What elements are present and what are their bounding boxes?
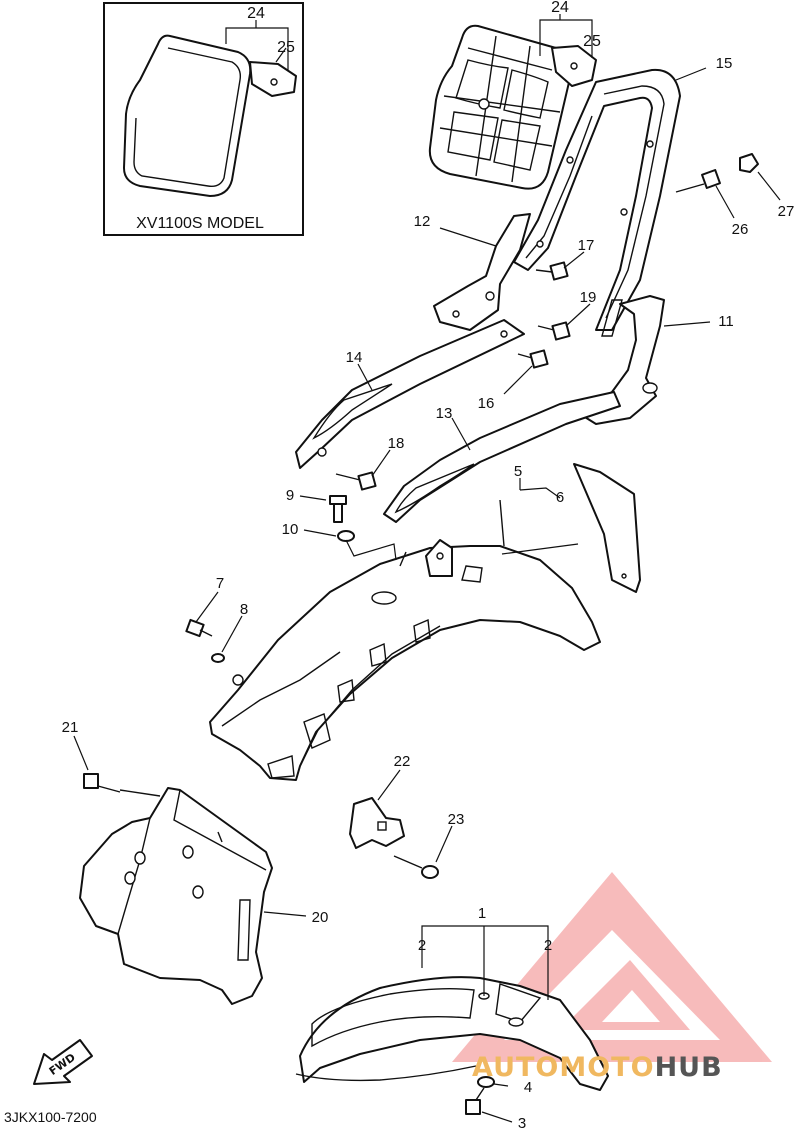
bolt-18: [335, 471, 377, 491]
callout-label: 21: [62, 719, 79, 736]
bolt-16: [517, 349, 549, 369]
callout-label: 8: [240, 601, 248, 618]
callout-label: 26: [732, 221, 749, 238]
bolt-26: [675, 169, 721, 193]
callout-label: 12: [414, 213, 431, 230]
callout-label: 19: [580, 289, 597, 306]
side-bracket-11: [579, 295, 665, 425]
inner-fender-20: [79, 787, 273, 1005]
callout-label: 16: [478, 395, 495, 412]
callout-label: 15: [716, 55, 733, 72]
bolt-19: [537, 321, 571, 341]
callout-label: 27: [778, 203, 795, 220]
bolt-21: [83, 773, 161, 797]
callout-label: 17: [578, 237, 595, 254]
callout-label: 18: [388, 435, 405, 452]
watermark-text-part2: HUB: [655, 1052, 723, 1083]
washer-8: [211, 653, 225, 663]
nut-27: [739, 153, 759, 173]
callout-label: 14: [346, 349, 363, 366]
callout-label: 24: [247, 5, 265, 22]
callout-label: 20: [312, 909, 329, 926]
callout-label: 22: [394, 753, 411, 770]
callout-label: 2: [418, 937, 426, 954]
callout-label: 5: [514, 463, 522, 480]
sissy-bar-frame: [513, 68, 681, 331]
bolt-3: [465, 1087, 485, 1115]
rear-fender: [209, 499, 601, 781]
washer-10: [337, 530, 355, 542]
callout-label: 7: [216, 575, 224, 592]
front-fender: [295, 976, 609, 1091]
handrail-right-13: [383, 391, 621, 523]
callout-label: 23: [448, 811, 465, 828]
watermark-text-part1: AUTOMOTO: [472, 1052, 655, 1083]
fwd-arrow-icon: [33, 1039, 93, 1085]
callout-label: 3: [518, 1115, 526, 1130]
handrail-left-14: [295, 319, 525, 469]
callout-labels: 1 2 2 3 4 5 6 7 8 9 10 11 12 13 14 15 16…: [62, 0, 795, 1130]
bracket-12: [433, 213, 531, 331]
watermark-text: AUTOMOTOHUB: [472, 1052, 723, 1083]
callout-label: 11: [718, 313, 734, 330]
bolt-17: [535, 261, 569, 281]
clip-22: [349, 797, 405, 849]
callout-label: 6: [556, 489, 564, 506]
leader-lines: [73, 67, 781, 1123]
side-cover-6: [573, 463, 641, 593]
inset-box: [103, 2, 304, 236]
callout-label: 1: [478, 905, 486, 922]
backrest-pad: [428, 24, 572, 190]
screw-23: [393, 855, 439, 879]
callout-label: 2: [544, 937, 552, 954]
diagram-code: 3JKX100-7200: [4, 1109, 97, 1125]
callout-label: 4: [524, 1079, 532, 1096]
callout-label: 24: [551, 0, 569, 16]
callout-label: 10: [282, 521, 299, 538]
inset-title: XV1100S MODEL: [136, 215, 264, 232]
callout-label: 25: [277, 39, 295, 56]
callout-label: 25: [583, 33, 601, 50]
callout-bracket-1-2: [421, 925, 549, 1000]
callout-label: 13: [436, 405, 453, 422]
bolt-9: [329, 495, 347, 523]
nut-4: [477, 1076, 495, 1088]
bolt-7: [185, 618, 213, 638]
callout-label: 9: [286, 487, 294, 504]
